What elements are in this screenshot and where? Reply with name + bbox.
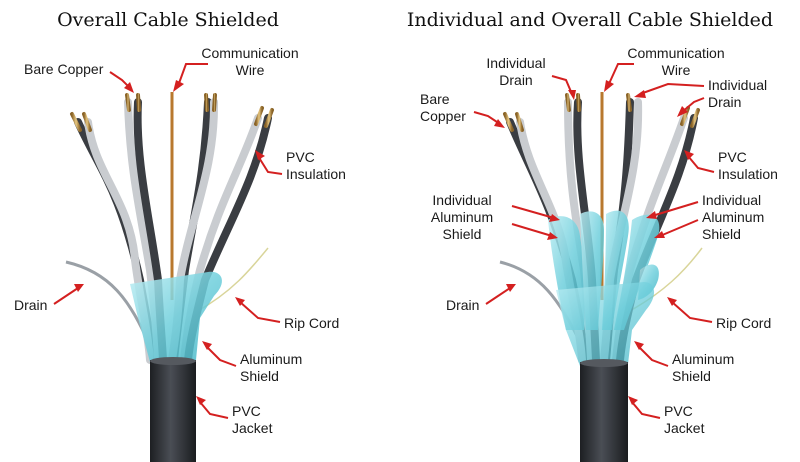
jacket-rim: [150, 357, 196, 365]
left-panel-title: Overall Cable Shielded: [57, 9, 279, 31]
aluminum-shield: [130, 271, 222, 362]
svg-text:Rip Cord: Rip Cord: [284, 315, 339, 331]
svg-text:Bare Copper: Bare Copper: [24, 61, 104, 77]
label-drain: Drain: [446, 284, 516, 313]
left-panel: Overall Cable Shielded: [14, 9, 346, 462]
jacket-rim: [580, 359, 628, 367]
right-panel-title: Individual and Overall Cable Shielded: [407, 9, 773, 31]
pvc-jacket: [150, 360, 196, 462]
svg-text:Drain: Drain: [14, 297, 47, 313]
label-rip-cord: Rip Cord: [235, 297, 339, 331]
pvc-jacket: [580, 362, 628, 462]
svg-text:Drain: Drain: [446, 297, 479, 313]
bare-copper-tips: [70, 93, 274, 132]
label-rip-cord: Rip Cord: [667, 297, 771, 331]
label-drain: Drain: [14, 284, 84, 313]
svg-text:Rip Cord: Rip Cord: [716, 315, 771, 331]
bare-copper-tips: [503, 93, 700, 132]
aluminum-shield: [556, 282, 655, 366]
right-panel: Individual and Overall Cable Shielded: [407, 9, 778, 462]
label-bare-copper: Bare Copper: [24, 61, 134, 93]
